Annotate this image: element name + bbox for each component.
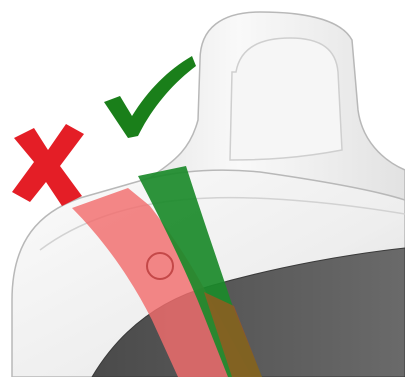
incorrect-belt — [72, 188, 252, 377]
headrest-seam — [229, 37, 343, 161]
checkmark-icon — [104, 56, 196, 138]
belt-overlap — [204, 292, 262, 377]
cross-icon — [12, 124, 84, 206]
belt-guide-ring — [146, 252, 174, 280]
